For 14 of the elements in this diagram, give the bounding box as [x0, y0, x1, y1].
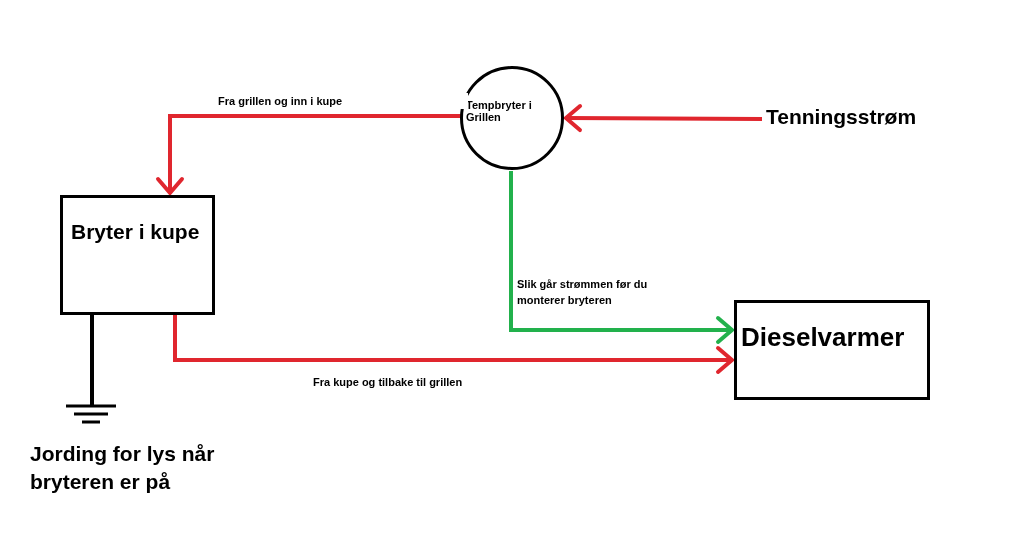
component-box: [734, 300, 930, 400]
arrow: [509, 171, 734, 344]
component-label: Dieselvarmer: [741, 322, 905, 353]
edge-label: Fra grillen og inn i kupe: [218, 93, 468, 109]
wire: [90, 315, 94, 406]
component-box: [60, 195, 215, 315]
component-label: Bryter i kupe: [71, 220, 200, 244]
arrow: [156, 114, 462, 195]
arrow: [564, 104, 762, 133]
arrow: [173, 315, 734, 374]
switch-label: Tempbryter i Grillen: [466, 99, 533, 123]
power-label: Tenningsstrøm: [766, 105, 936, 133]
ground-label: Jording for lys når bryteren er på: [30, 441, 216, 496]
ground-symbol: [66, 404, 116, 424]
